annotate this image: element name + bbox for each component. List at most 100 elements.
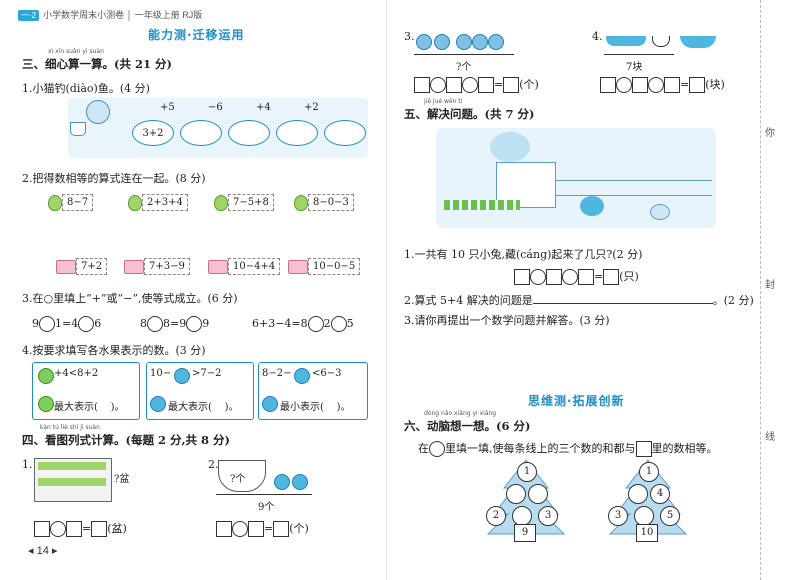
balloon-icon [294, 195, 308, 211]
q5-1-unit: (只) [619, 270, 639, 283]
eq3-a: 6+3−4=8 [252, 317, 308, 330]
card1-expr: +4<8+2 [54, 368, 99, 379]
fruit-icon [274, 474, 290, 490]
q4-1-unit: (盆) [107, 522, 127, 535]
eq3-circle-2[interactable] [330, 316, 347, 332]
q-r3-label: ?个 [456, 62, 472, 73]
eq2-c: 9 [202, 317, 210, 330]
answer-op-1[interactable] [50, 521, 66, 537]
tree1-bottom-mid[interactable] [512, 506, 532, 526]
match-top-1[interactable]: 8−7 [62, 194, 94, 211]
q3-4-title: 4.按要求填写各水果表示的数。(3 分) [22, 344, 206, 357]
answer-box-4[interactable] [503, 77, 520, 93]
answer-box-3[interactable] [578, 269, 594, 285]
answer-op-2[interactable] [648, 77, 664, 93]
apple-icon [38, 396, 54, 412]
card2-prompt: 最大表示( )。 [168, 398, 239, 413]
answer-op-1[interactable] [232, 521, 248, 537]
balloon-icon [214, 195, 228, 211]
pinyin-q6: dòng nǎo xiǎng yi xiǎng [424, 410, 497, 417]
orange-icon [294, 368, 310, 384]
page-separator [386, 0, 387, 580]
eq2-circle-1[interactable] [147, 316, 163, 332]
match-bottom-2[interactable]: 7+3−9 [144, 258, 190, 275]
answer-op-2[interactable] [562, 269, 578, 285]
tree1-right-mid[interactable] [528, 484, 548, 504]
q6-instr-2: 里填一填,使每条线上的三个数的和都与 [445, 442, 636, 455]
match-bottom-4[interactable]: 10−0−5 [308, 258, 361, 275]
answer-box-3[interactable] [478, 77, 494, 93]
answer-box-2[interactable] [632, 77, 648, 93]
eq1-a: 9 [32, 317, 39, 330]
tree-icon [490, 132, 530, 162]
answer-op-1[interactable] [430, 77, 446, 93]
answer-box-4[interactable] [689, 77, 706, 93]
q4-2-total: 9个 [258, 502, 275, 513]
margin-char-3: 线 [765, 432, 775, 443]
tree2-bottom-mid[interactable] [634, 506, 654, 526]
answer-box-3[interactable] [273, 521, 290, 537]
fruit-icon [292, 474, 308, 490]
q3-title: 三、细心算一算。(共 21 分) [22, 57, 172, 71]
answer-box-3[interactable] [664, 77, 680, 93]
answer-box-2[interactable] [446, 77, 462, 93]
orange-icon [262, 396, 278, 412]
q3-3-title: 3.在○里填上“+”或“−”,使等式成立。(6 分) [22, 292, 238, 305]
pinyin-q4: kàn tú liè shì jì suàn [40, 424, 100, 431]
brace-line [216, 494, 312, 495]
answer-box-2[interactable] [248, 521, 264, 537]
tree2-left-mid[interactable] [628, 484, 648, 504]
eq1-circle-2[interactable] [78, 316, 95, 332]
answer-op-1[interactable] [530, 269, 546, 285]
cake-icon [288, 260, 308, 274]
card1-prompt: 最大表示( )。 [54, 398, 125, 413]
melon-bowl-icon [680, 36, 716, 48]
answer-op-2[interactable] [462, 77, 478, 93]
answer-box-3[interactable] [91, 521, 108, 537]
q4-2-num: 2. [208, 458, 219, 471]
answer-op-1[interactable] [616, 77, 632, 93]
q4-1-answer: =(盆) [34, 520, 127, 537]
q5-2-answer-line[interactable] [532, 303, 713, 304]
eq2-circle-2[interactable] [186, 316, 203, 332]
q-r4-answer: =(块) [600, 76, 725, 93]
fish-blank-3[interactable] [276, 120, 318, 146]
q5-title: 五、解决问题。(共 7 分) [404, 107, 535, 121]
q6-instruction: 在里填一填,使每条线上的三个数的和都与里的数相等。 [418, 440, 718, 457]
answer-box-2[interactable] [66, 521, 82, 537]
fish-blank-4[interactable] [324, 120, 366, 146]
eq3-circle-1[interactable] [307, 316, 324, 332]
answer-box-1[interactable] [216, 521, 232, 537]
q-r4-unit: (块) [705, 78, 725, 91]
header-title: 小学数学周末小测卷 │ 一年级上册 RJ版 [43, 10, 203, 20]
match-top-3[interactable]: 7−5+8 [228, 194, 274, 211]
match-bottom-1[interactable]: 7+2 [76, 258, 108, 275]
section-title-ability: 能力测·迁移运用 [148, 28, 245, 42]
candy-icon [488, 34, 504, 50]
match-bottom-3[interactable]: 10−4+4 [228, 258, 281, 275]
answer-box-1[interactable] [514, 269, 530, 285]
grade-badge: 一·2 [18, 10, 40, 21]
brace-line [604, 54, 674, 55]
answer-box-1[interactable] [414, 77, 430, 93]
answer-box-2[interactable] [546, 269, 562, 285]
match-top-4[interactable]: 8−0−3 [308, 194, 354, 211]
eq1-circle-1[interactable] [39, 316, 55, 332]
fish-start: 3+2 [132, 120, 174, 146]
cake-icon [208, 260, 228, 274]
fish-blank-2[interactable] [228, 120, 270, 146]
card1-close: )。 [110, 402, 125, 413]
q3-2-title: 2.把得数相等的算式连在一起。(8 分) [22, 172, 206, 185]
answer-box-1[interactable] [600, 77, 616, 93]
answer-box-1[interactable] [34, 521, 50, 537]
candy-icon [416, 34, 432, 50]
fish-blank-1[interactable] [180, 120, 222, 146]
match-top-2[interactable]: 2+3+4 [142, 194, 188, 211]
cat-icon [86, 100, 110, 124]
answer-box-4[interactable] [603, 269, 620, 285]
rabbit-icon [580, 196, 604, 216]
tree1-left-mid[interactable] [506, 484, 526, 504]
